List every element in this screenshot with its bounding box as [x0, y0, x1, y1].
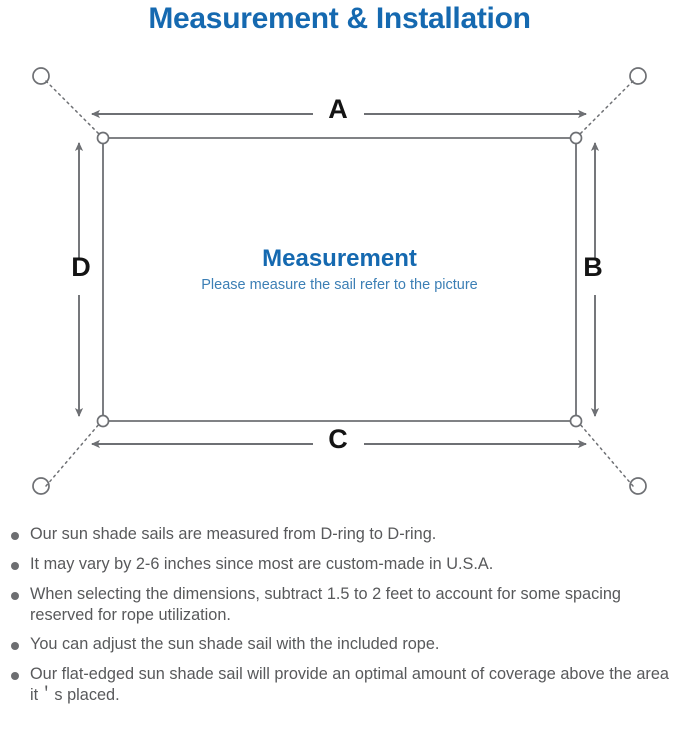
list-item: You can adjust the sun shade sail with t… — [0, 634, 679, 655]
rope-line-top-right — [578, 80, 634, 136]
sail-subheading: Please measure the sail refer to the pic… — [201, 277, 478, 293]
d-ring-top-right — [569, 131, 583, 145]
rope-line-bottom-right — [578, 422, 634, 487]
notes-list: Our sun shade sails are measured from D-… — [0, 524, 679, 715]
bullet-icon — [11, 591, 19, 600]
dimension-arrows — [74, 109, 600, 449]
list-item: Our sun shade sails are measured from D-… — [0, 524, 679, 545]
list-item-text: Our sun shade sails are measured from D-… — [30, 525, 437, 543]
measurement-diagram: Measurement Please measure the sail refe… — [0, 45, 679, 515]
list-item: Our flat-edged sun shade sail will provi… — [0, 664, 679, 706]
rope-line-top-left — [45, 80, 101, 136]
list-item: It may vary by 2-6 inches since most are… — [0, 554, 679, 575]
d-rings — [96, 131, 583, 428]
anchor-point-top-right — [629, 67, 647, 85]
anchor-point-bottom-right — [629, 477, 647, 495]
dimension-label-d: D — [71, 252, 91, 282]
list-item-text: When selecting the dimensions, subtract … — [30, 584, 621, 624]
dimension-label-c: C — [328, 424, 348, 454]
dimension-label-b: B — [583, 252, 603, 282]
bullet-icon — [11, 672, 19, 681]
list-item-text: It may vary by 2-6 inches since most are… — [30, 554, 494, 573]
d-ring-bottom-right — [569, 414, 583, 428]
d-ring-top-left — [96, 131, 110, 145]
bullet-icon — [11, 642, 19, 651]
anchor-points — [32, 67, 647, 495]
anchor-point-top-left — [32, 67, 50, 85]
list-item-text: Our flat-edged sun shade sail will provi… — [30, 665, 669, 705]
dimension-label-a: A — [328, 94, 348, 124]
bullet-icon — [11, 532, 19, 540]
sail-outline — [102, 137, 577, 422]
sail-heading: Measurement — [262, 245, 417, 272]
list-item-text: You can adjust the sun shade sail with t… — [30, 635, 440, 654]
bullet-icon — [11, 561, 19, 570]
page-title: Measurement & Installation — [148, 2, 531, 35]
d-ring-bottom-left — [96, 414, 110, 428]
rope-lines — [45, 80, 634, 487]
diagram-svg — [32, 67, 647, 495]
anchor-point-bottom-left — [32, 477, 50, 495]
rope-line-bottom-left — [45, 422, 101, 487]
list-item: When selecting the dimensions, subtract … — [0, 584, 679, 626]
